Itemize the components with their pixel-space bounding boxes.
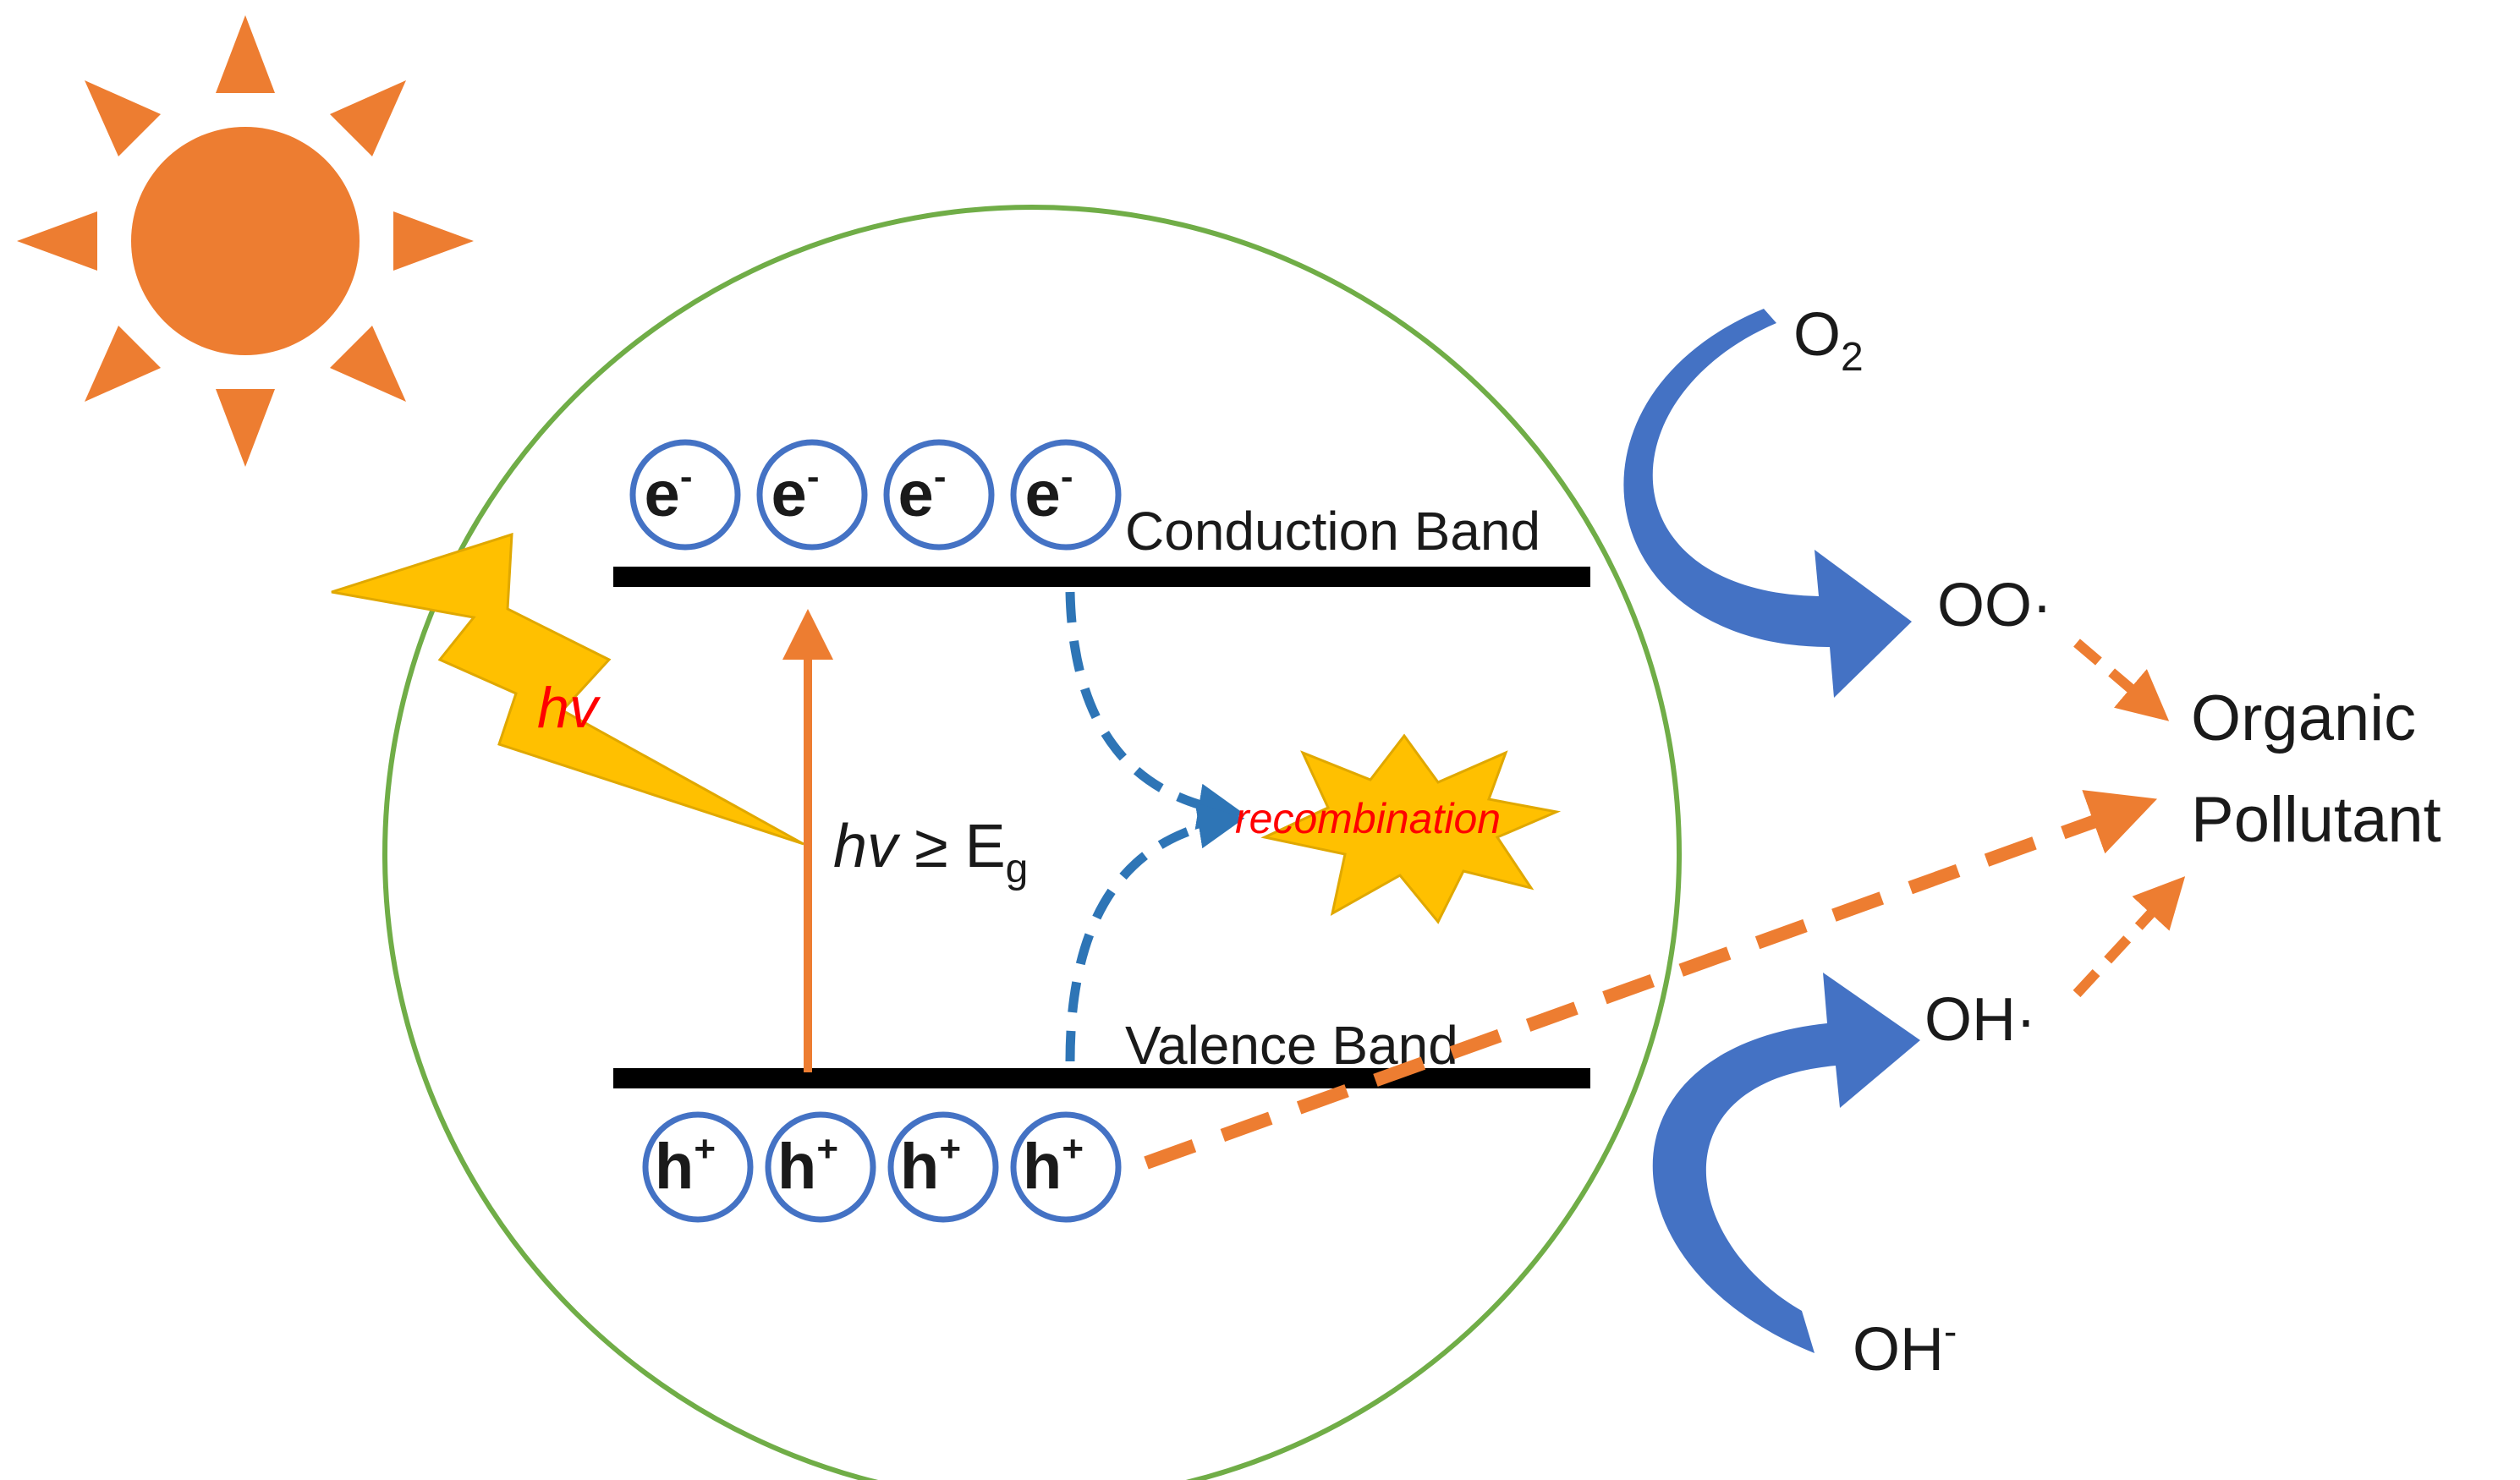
hydroxyl-to-pollutant-arrow [2073,876,2186,998]
electron: e- [1010,439,1122,551]
photon-label: hv [537,676,601,740]
svg-text:e-: e- [898,456,947,530]
hole-row: h+ h+ h+ h+ [642,1111,1122,1223]
superoxide-label: OO· [1937,572,2052,639]
semiconductor-particle [382,205,1682,1480]
excitation-condition-label: hv ≥ Eg [833,813,1028,891]
svg-text:h+: h+ [900,1128,961,1203]
recombination-arrow-hole [1065,802,1245,1062]
hole-to-pollutant-arrow [1144,790,2158,1170]
hole: h+ [642,1111,754,1223]
conduction-band-label: Conduction Band [1125,501,1540,562]
hydroxide-label: OH- [1853,1309,1957,1384]
svg-text:h+: h+ [1023,1128,1084,1203]
hole: h+ [765,1111,876,1223]
electron: e- [883,439,995,551]
recombination-arrow-electron [1065,591,1245,830]
hole: h+ [1010,1111,1122,1223]
recombination-burst-icon [1260,733,1562,924]
hydroxide-oxidation-arrow [1652,973,1920,1353]
superoxide-to-pollutant-arrow [2073,639,2170,721]
sun-icon [17,15,474,467]
oxygen-reduction-arrow [1623,309,1912,698]
svg-text:e-: e- [771,456,820,530]
svg-text:e-: e- [645,456,693,530]
electron-row: e- e- e- e- [629,439,1122,551]
svg-text:h+: h+ [655,1128,716,1203]
hole: h+ [887,1111,999,1223]
pollutant-label: Organic Pollutant [2191,682,2441,856]
svg-text:e-: e- [1025,456,1073,530]
oxygen-label: O2 [1793,301,1864,380]
hydroxyl-radical-label: OH· [1924,986,2036,1054]
svg-text:h+: h+ [777,1128,838,1203]
electron: e- [629,439,741,551]
electron: e- [756,439,868,551]
recombination-label: recombination [1235,795,1501,842]
